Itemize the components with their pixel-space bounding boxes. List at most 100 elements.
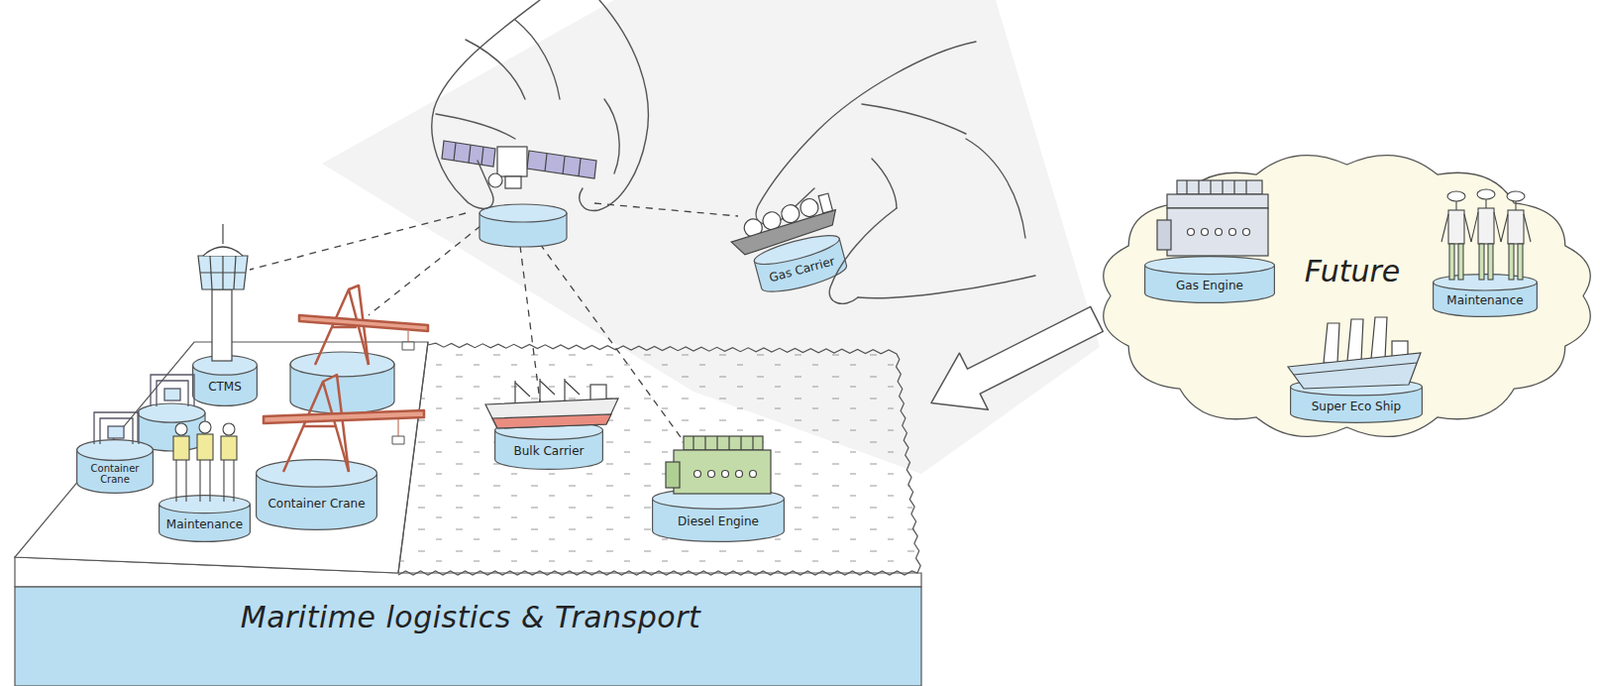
- maintenance-robots: [1517, 243, 1523, 280]
- gas-engine: [1186, 180, 1247, 195]
- control-tower: [212, 289, 232, 361]
- pedestal-label: Container Crane: [76, 460, 154, 487]
- bulk-carrier-ship: [485, 378, 619, 428]
- satellite-link: [520, 245, 540, 402]
- satellite: [441, 140, 597, 189]
- hand-outline: [861, 104, 966, 134]
- eco-ship: [1323, 322, 1340, 363]
- pedestal: CTMS: [192, 354, 258, 407]
- pedestal: Container Crane: [76, 438, 154, 494]
- pedestal-shape: [255, 458, 378, 531]
- eco-ship: [1347, 319, 1364, 361]
- container-crane: [299, 315, 428, 331]
- hand-outline: [604, 99, 620, 174]
- gas-carrier-ship: [730, 210, 841, 258]
- container-crane: [315, 289, 369, 365]
- gas-engine: [1167, 208, 1269, 256]
- gas-carrier-ship: [725, 192, 841, 257]
- container-crane: [303, 425, 335, 428]
- pedestal: Gas Engine: [1144, 255, 1276, 304]
- hand-outline: [515, 19, 560, 100]
- gantry-crane: [150, 374, 195, 407]
- bulk-carrier-ship: [590, 384, 607, 403]
- diesel-engine: [722, 470, 730, 478]
- pedestal: Maintenance: [1432, 273, 1538, 318]
- maintenance-workers: [173, 421, 237, 502]
- hand-outline: [435, 113, 516, 139]
- platform-title: Maritime logistics & Transport: [69, 599, 872, 635]
- maintenance-robots: [1508, 243, 1514, 280]
- pedestal: Gas Carrier: [750, 228, 850, 299]
- container-crane: [402, 341, 415, 350]
- quay-edge: [398, 341, 428, 573]
- hand-outline: [579, 0, 649, 211]
- satellite-link: [249, 203, 739, 441]
- control-tower: [198, 255, 248, 290]
- hand-outline: [755, 41, 976, 224]
- diesel-engine: [749, 470, 757, 478]
- maintenance-robots: [1449, 243, 1455, 280]
- container-crane: [331, 325, 357, 329]
- container-crane: [283, 381, 349, 472]
- gantry-crane: [156, 380, 189, 407]
- gantry-crane: [100, 418, 133, 444]
- hand-outline: [431, 0, 540, 209]
- eco-ship: [1287, 352, 1421, 389]
- diesel-engine: [693, 435, 753, 450]
- future-cloud: FutureGas Engine MaintenanceSuper Eco Shi…: [1096, 150, 1598, 441]
- bulk-carrier-ship: [538, 378, 540, 404]
- satellite-link: [539, 243, 684, 441]
- gas-carrier-ship: [818, 193, 833, 214]
- diesel-engine: [694, 470, 702, 478]
- maintenance-workers: [200, 459, 211, 502]
- gantry-crane: [94, 374, 195, 444]
- gas-engine: [1157, 219, 1172, 250]
- hand-outline: [857, 275, 1036, 299]
- satellite: [497, 146, 528, 177]
- hand-outline: [871, 158, 897, 209]
- bulk-carrier-ship: [492, 414, 612, 428]
- satellite: [453, 142, 456, 161]
- satellite: [505, 176, 522, 189]
- maintenance-robots: [1507, 210, 1524, 244]
- control-tower: [210, 255, 213, 290]
- pedestal-top: [159, 495, 251, 514]
- diesel-engine: [736, 470, 744, 478]
- pedestal-label: Super Eco Ship: [1289, 395, 1423, 418]
- control-tower: [221, 255, 223, 290]
- satellite: [481, 146, 484, 165]
- maintenance-workers: [223, 459, 234, 502]
- satellite: [578, 158, 581, 177]
- container-crane: [263, 285, 428, 472]
- control-tower: [221, 223, 223, 244]
- diesel-engine: [673, 449, 771, 494]
- eco-ship: [1371, 317, 1387, 359]
- maintenance-workers: [197, 433, 214, 460]
- container-crane: [398, 417, 400, 436]
- gas-engine: [1176, 180, 1263, 195]
- gas-engine: [1187, 228, 1195, 236]
- satellite-link: [368, 225, 481, 316]
- maintenance-workers: [173, 435, 190, 460]
- gas-carrier-ship: [742, 216, 764, 239]
- pedestal-label: Gas Engine: [1144, 274, 1276, 298]
- gantry-crane: [164, 388, 181, 401]
- maintenance-robots: [1479, 243, 1485, 280]
- hand-outline: [829, 208, 897, 304]
- control-tower: [198, 223, 248, 361]
- eco-ship: [1391, 340, 1408, 359]
- pedestal-top: [137, 403, 206, 423]
- cloud-title: Future: [1282, 253, 1422, 289]
- pedestal-label: Diesel Engine: [651, 509, 785, 535]
- satellite: [562, 156, 565, 175]
- gantry-crane: [94, 412, 139, 444]
- sea-edge: [398, 342, 921, 575]
- gas-engine: [1157, 180, 1269, 256]
- maintenance-workers: [176, 459, 187, 502]
- maintenance-robots: [1458, 243, 1464, 280]
- container-crane: [263, 410, 425, 424]
- hand-outline: [465, 39, 526, 100]
- maintenance-robots: [1455, 201, 1457, 211]
- bulk-carrier-ship: [563, 378, 565, 403]
